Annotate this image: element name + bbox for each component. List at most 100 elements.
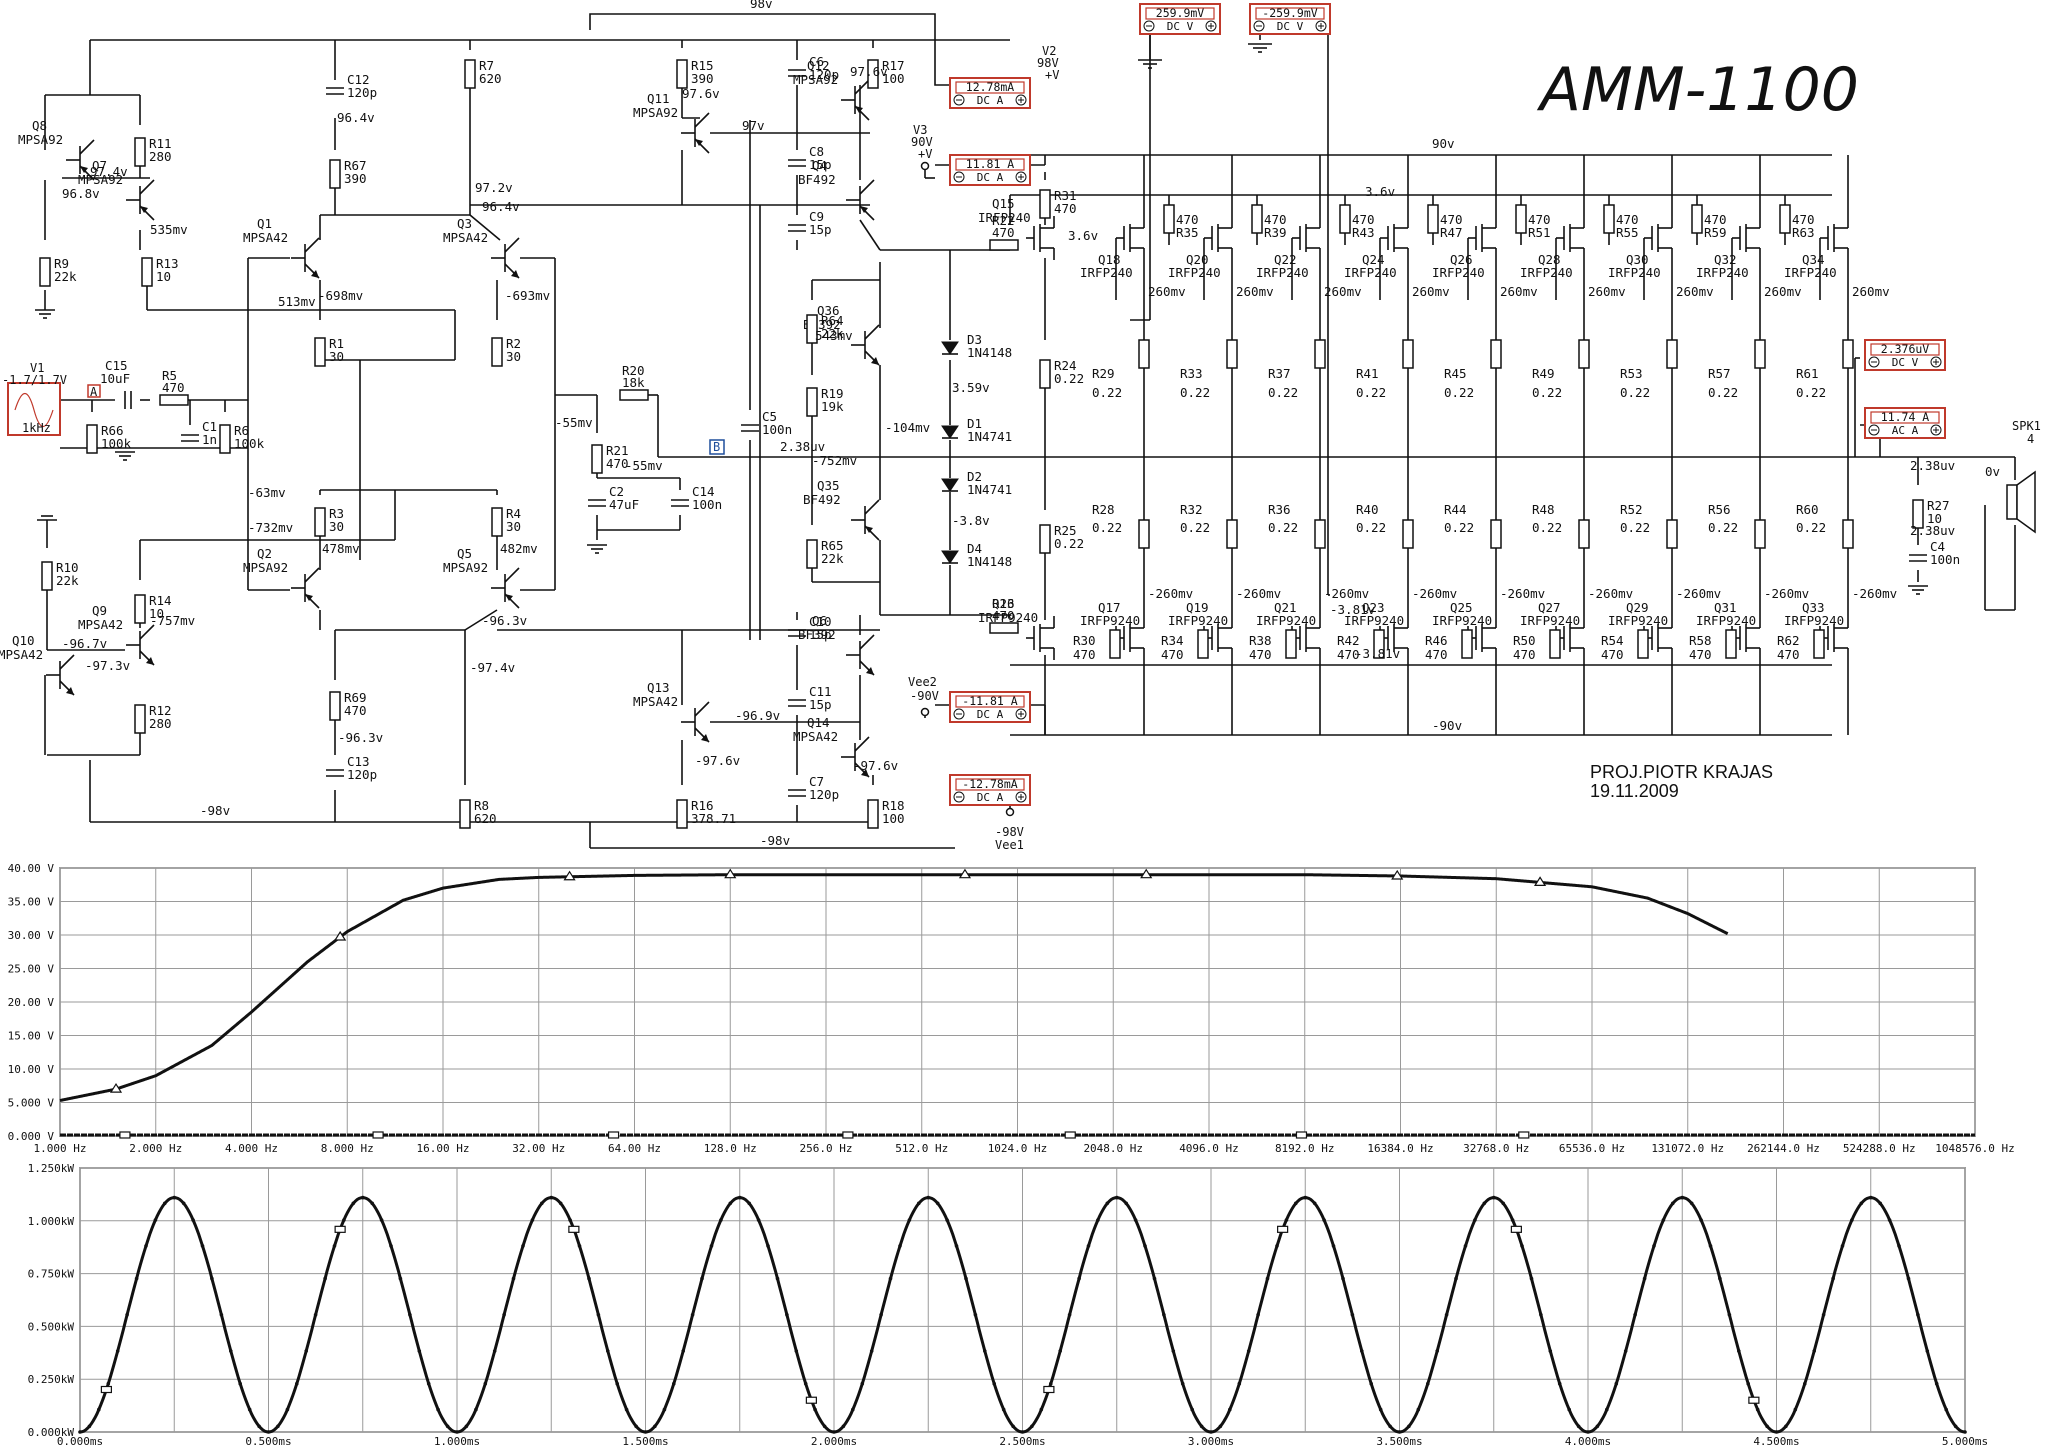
meter[interactable]: -11.81 ADC A (949, 691, 1031, 723)
probe-b[interactable]: B (709, 439, 725, 455)
meter[interactable]: 11.74 AAC A (1864, 407, 1946, 439)
meter[interactable]: 11.81 ADC A (949, 154, 1031, 186)
probe-a[interactable]: A (87, 384, 101, 399)
